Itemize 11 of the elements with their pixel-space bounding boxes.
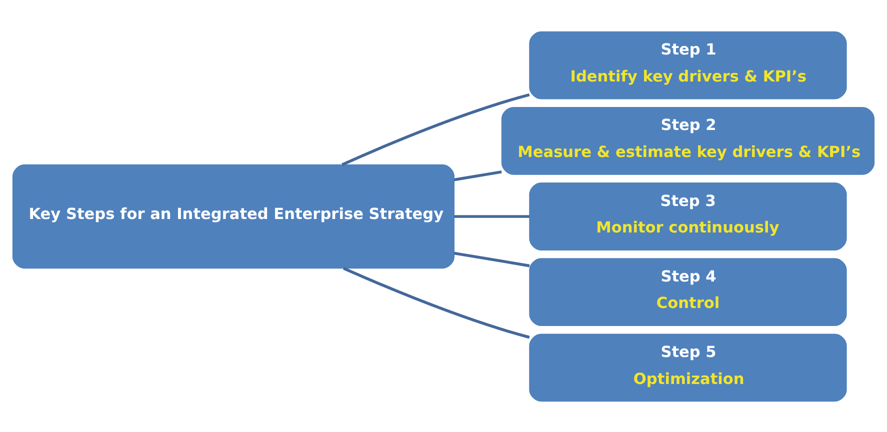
node-box: Key Steps for an Integrated Enterprise Strategy: [12, 164, 454, 268]
connector: [342, 266, 530, 338]
node-box: Step 3 Monitor continuously: [529, 182, 847, 250]
node-box: Step 4 Control: [529, 258, 847, 326]
connector: [454, 251, 530, 267]
node-box: Step 2 Measure & estimate key drivers & KPI’s: [501, 106, 875, 174]
connector: [454, 214, 530, 218]
node-box: Step 1 Identify key drivers & KPI’s: [529, 30, 847, 99]
connector: [454, 170, 502, 181]
connector: [342, 92, 530, 166]
node-box: Step 5 Optimization: [529, 333, 847, 402]
